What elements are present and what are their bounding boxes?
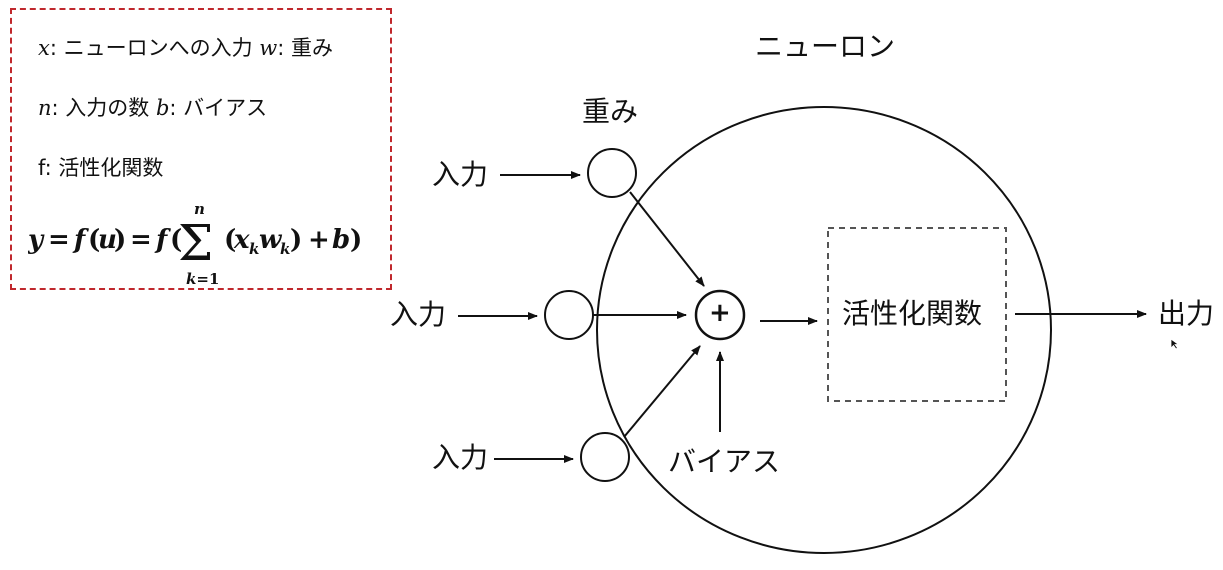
legend-count-text: : 入力の数 <box>51 96 156 120</box>
svg-text:n: n <box>194 200 205 218</box>
var-x: x <box>38 36 50 60</box>
weight-label: 重み <box>582 95 639 128</box>
svg-text:u: u <box>98 225 117 255</box>
svg-text:y: y <box>28 225 45 255</box>
svg-text:): ) <box>114 225 126 255</box>
input-label-top: 入力 <box>432 158 489 191</box>
legend-box: x: ニューロンへの入力 w: 重み n: 入力の数 b: バイアス f: 活性… <box>10 8 392 290</box>
input-label-bottom: 入力 <box>432 441 489 474</box>
svg-text:Σ: Σ <box>178 214 213 272</box>
legend-line-count-bias: n: 入力の数 b: バイアス <box>38 92 267 122</box>
svg-text:=: = <box>130 225 152 255</box>
neuron-body-circle <box>596 106 1052 554</box>
svg-text:): ) <box>290 225 302 255</box>
activation-function-box <box>827 227 1007 402</box>
svg-text:(: ( <box>170 225 182 255</box>
svg-text:(: ( <box>88 225 100 255</box>
svg-text:): ) <box>350 225 362 255</box>
mouse-cursor-icon <box>1170 338 1180 350</box>
svg-text:b: b <box>332 225 350 255</box>
var-n: n <box>38 96 52 120</box>
weight-node-bottom <box>580 432 630 482</box>
svg-text:(: ( <box>224 225 236 255</box>
activation-formula: y = f ( u ) = f ( Σ n k=1 ( x k w k ) + … <box>28 200 362 288</box>
connection-bottom-to-sum <box>623 345 701 438</box>
activation-label: 活性化関数 <box>842 297 983 330</box>
svg-text:x: x <box>233 225 250 255</box>
var-b: b <box>155 96 170 120</box>
sum-symbol: + <box>709 298 731 328</box>
weight-node-middle <box>544 290 594 340</box>
sum-node <box>694 289 746 341</box>
var-w: w <box>259 36 278 60</box>
legend-line-activation: f: 活性化関数 <box>38 156 164 180</box>
svg-text:k: k <box>280 240 290 258</box>
input-label-middle: 入力 <box>390 298 447 331</box>
legend-bias-text: : バイアス <box>169 96 268 120</box>
svg-text:+: + <box>308 225 330 255</box>
legend-weight-text: : 重み <box>277 36 334 60</box>
svg-text:=: = <box>48 225 70 255</box>
svg-text:k=1: k=1 <box>186 270 219 288</box>
svg-text:f: f <box>72 225 89 255</box>
svg-text:w: w <box>259 225 283 255</box>
neuron-label: ニューロン <box>755 30 896 63</box>
output-label: 出力 <box>1158 297 1215 330</box>
legend-line-input-weight: x: ニューロンへの入力 w: 重み <box>38 32 333 62</box>
svg-text:f: f <box>154 225 171 255</box>
legend-input-text: : ニューロンへの入力 <box>49 36 260 60</box>
bias-label: バイアス <box>668 445 781 478</box>
connection-top-to-sum <box>629 191 705 287</box>
svg-text:k: k <box>249 240 259 258</box>
weight-node-top <box>587 148 637 198</box>
